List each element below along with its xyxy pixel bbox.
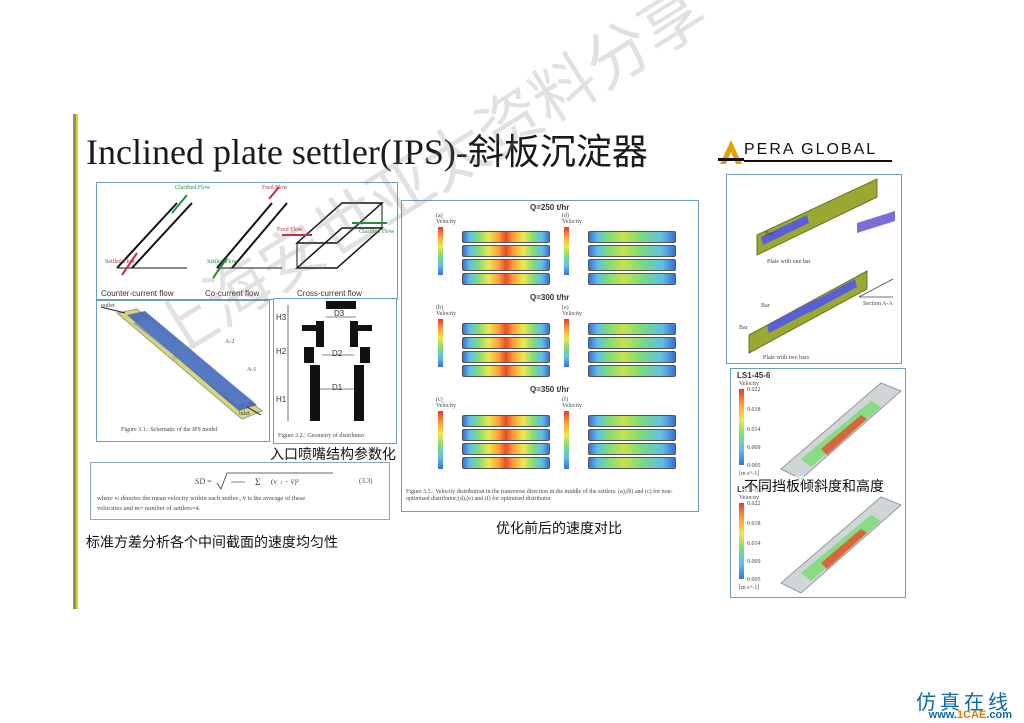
velocity-distribution-figure: Q=250 t/hr Q=300 t/hr Q=350 t/hr (a) (d)… [401, 200, 699, 512]
plate-label: Section A-A [863, 301, 893, 307]
plate-bar-figure: Bar Plate with one bar Bar Bar Plate wit… [726, 174, 902, 364]
legend-title: Velocity [436, 219, 456, 225]
subplot-label: (b) [436, 305, 443, 311]
pera-global-logo: PERA GLOBAL [718, 138, 894, 166]
velocity-header: Q=300 t/hr [530, 293, 570, 302]
velocity-header: Q=250 t/hr [530, 203, 570, 212]
caption-sd: 标准方差分析各个中间截面的速度均匀性 [86, 535, 338, 551]
plate-label: Bar [761, 303, 770, 309]
ips-label: A-1 [247, 367, 257, 373]
caption-velocity: 优化前后的速度对比 [496, 521, 622, 537]
formula-left: SD = [195, 477, 212, 486]
flow-label: Clarified Flow [359, 229, 395, 235]
dim-label: H1 [276, 395, 287, 404]
legend-title: Velocity [562, 311, 582, 317]
flow-caption: Counter-current flow [101, 289, 174, 298]
footer-site-cn: 仿真在线 [916, 690, 1012, 714]
dim-label: H3 [276, 313, 287, 322]
svg-text:i: i [281, 481, 283, 486]
subplot-label: (a) [436, 213, 443, 219]
subplot-label: (c) [436, 397, 443, 403]
flow-label: Clarified Flow [175, 185, 211, 191]
pera-logo-icon [718, 140, 744, 164]
plate-label: Bar [739, 325, 748, 331]
flow-caption: Co-current flow [205, 289, 260, 298]
ips-caption: Figure 3.1.: Schematic of the IPS model [121, 427, 218, 433]
legend-title: Velocity [562, 403, 582, 409]
ips-label: outlet [101, 303, 115, 309]
legend-title: Velocity [739, 381, 759, 387]
slope-plot-2 [780, 496, 902, 594]
formula-line1: where vi denotes the mean velocity withi… [97, 495, 306, 502]
legend-title: Velocity [436, 403, 456, 409]
plate-label: Plate with two bars [763, 355, 810, 361]
dim-label: D3 [334, 309, 345, 318]
caption-nozzle: 入口喷嘴结构参数化 [270, 447, 396, 463]
ips-label: A-2 [225, 339, 235, 345]
legend-title: Velocity [562, 219, 582, 225]
dim-label: D1 [332, 383, 343, 392]
subplot-label: (f) [562, 397, 568, 403]
flow-caption: Cross-current flow [297, 289, 362, 298]
flow-label: Feed Flow [262, 185, 288, 191]
legend-title: Velocity [436, 311, 456, 317]
svg-text:(v: (v [271, 478, 277, 486]
formula-number: (3.3) [359, 477, 373, 485]
accent-bar-gray [73, 114, 76, 609]
flow-label: Settled Flow [207, 259, 238, 265]
distributor-caption: Figure 3.2.: Geometry of distributor [278, 433, 365, 439]
plate-label: Plate with one bar [767, 259, 811, 265]
velocity-caption: Figure 3.5.: Velocity distribution in th… [406, 489, 673, 502]
formula-box: SD = Σ (v i − v̄)² (3.3) where vi denote… [90, 462, 390, 520]
plate-render [748, 178, 895, 354]
flow-label: Feed Flow [277, 227, 303, 233]
formula-expression: Σ (v i − v̄)² [216, 472, 333, 490]
footer-url[interactable]: www.1CAE.com [928, 709, 1012, 721]
legend-title: Velocity [739, 495, 759, 501]
dim-label: H2 [276, 347, 287, 356]
formula-line2: velocities and m= number of settlers=4. [97, 505, 201, 512]
subplot-label: (e) [562, 305, 569, 311]
flow-diagram [116, 186, 387, 279]
svg-text:− v̄)²: − v̄)² [285, 478, 299, 486]
dim-label: D2 [332, 349, 343, 358]
flow-label: Settled Flow [105, 259, 136, 265]
caption-slope: 不同挡板倾斜度和高度 [744, 476, 884, 496]
svg-text:Σ: Σ [255, 477, 260, 487]
distributor-diagram [287, 301, 372, 421]
plate-label: Bar [765, 231, 774, 237]
flow-configuration-figure: Clarified Flow Feed Flow Feed Flow Clari… [96, 182, 398, 300]
subplot-label: (d) [562, 213, 569, 219]
slide-title: Inclined plate settler(IPS)-斜板沉淀器 [86, 132, 648, 172]
slope-plot-1 [780, 382, 902, 480]
velocity-header: Q=350 t/hr [530, 385, 570, 394]
logo-text: PERA GLOBAL [744, 141, 878, 158]
ips-model-render [100, 306, 263, 420]
distributor-geometry-figure: D3 D2 D1 H3 H2 H1 Figure 3.2.: Geometry … [273, 298, 397, 444]
plot-title: LS1-45-6 [737, 371, 771, 380]
ips-label: inlet [239, 411, 250, 417]
ips-model-figure: outlet A-2 A-1 inlet Figure 3.1.: Schema… [96, 300, 270, 442]
